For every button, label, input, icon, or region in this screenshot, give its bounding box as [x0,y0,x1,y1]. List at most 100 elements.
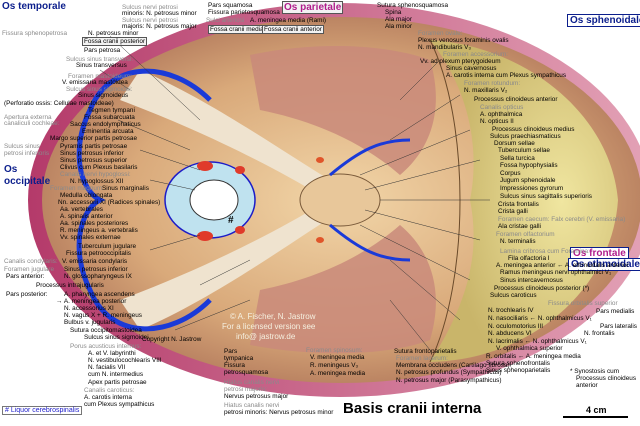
anat-label: N. glossopharyngeus IX [64,273,132,280]
anat-label: Fossa cranii media [208,25,266,34]
anat-label: Tegmen tympani [88,107,135,114]
anat-label: N. vagus X + R. meningeus [64,312,142,319]
anat-label: A. carotis interna cum Plexus sympathicu… [446,72,567,79]
anat-label: Foramen rotundum: [464,80,521,87]
anat-label: Membrana occludens (Cartilago fibrosa) [396,362,510,369]
anat-label: Pars [224,348,238,355]
anat-label: petrosi inferioris [4,150,50,157]
anat-label: Sulcus sinus sigmoidei: [66,86,133,93]
leader-lines [99,35,490,351]
anat-label: Sella turcica [500,155,535,162]
anat-label: canaliculi cochleae: [4,120,60,127]
anat-label: Sinus cavernosus [446,65,497,72]
anat-label: Foramen accessorium: [443,51,508,58]
anat-label: Sulcus sinus sagittalis superioris [500,193,592,200]
anat-label: petrosquamosa [224,369,269,376]
watermark-line-1: © A. Fischer, N. Jastrow [230,312,316,321]
os-occipitale-text: Os occipitale [4,164,51,187]
anat-label: Pars medialis [596,308,635,315]
carotid-upper [316,157,324,163]
transverse-sigmoid-sinus [76,68,212,332]
anat-label: Tuberculum jugulare [78,243,137,250]
copyright: Copyright N. Jastrow [142,336,202,343]
anat-label: Pars petrosa [84,47,121,54]
anat-label: N. facialis VII [88,364,126,371]
anat-label: Lamina cribrosa cum Foramina: [500,248,590,255]
watermark-line-2: For a licensed version see [222,322,316,331]
anat-label: Pyramis partis petrosae [60,143,128,150]
anat-label: Fossa hypophysialis [500,162,558,169]
anat-label: A. meningea media (Rami) [250,17,327,24]
anat-label: Processus clinoideus posterior (*) [494,285,590,292]
anat-label: Fissura petrooccipitalis [66,250,131,257]
anat-label: A. ophthalmica [480,111,523,118]
anat-label: Processus clinoideus medius [492,126,575,133]
anat-label: Sutura sphenosquamosa [377,2,449,9]
anterior-fossa [430,40,618,362]
anat-label: Sutura frontoparietalis [394,348,457,355]
anat-label: Sinus marginalis [102,185,149,192]
anat-label: Foramen ovale: [418,30,463,37]
anat-label: A. meningea anterior ← A. ethmoidalis an… [496,262,629,269]
scale-bar [563,416,628,418]
anat-label: Dorsum sellae [494,140,535,147]
anat-label: Fossa cranii posterior [82,37,148,46]
anat-label: Processus clinoideus [576,375,637,382]
anat-label: Foramen magnum: [50,185,104,192]
csf-hash-mark: # [228,215,234,226]
legend-csf: # Liquor cerebrospinalis [2,406,83,415]
anat-label: Sinus petrosus inferior [60,150,124,157]
watermark-line-3: info@ jastrow.de [236,332,296,341]
anat-label: Ala minor [385,23,412,30]
anat-label: Foramen spinosum: [306,347,363,354]
anat-label: Corpus [500,170,521,177]
anat-label: N. petrosus minor [88,30,139,37]
anat-label: Vv. spinales externae [60,234,121,241]
anat-label: Sinus petrosus superior [60,157,128,164]
anat-label: Saccus endolymphaticus [70,121,141,128]
anat-label: Pars posterior: [6,291,48,298]
anat-label: Sulcus nervi petrosi [122,4,178,11]
anat-label: A. spinalis anterior [60,213,113,220]
anat-label: Sulcus sinus [4,143,40,150]
petrous-ridge-upper [120,70,330,195]
anat-label: (Perforatio ossis: Cellulae mastoideae) [4,100,114,107]
anat-label: N. maxillaris V₂ [464,87,508,94]
anat-label: Fossa subarcuata [84,114,135,121]
region-os-parietale: Os parietale [282,1,344,14]
anat-label: Sulcus sinus transversi: [66,56,134,63]
petrous-ridge-lower [120,205,330,330]
anat-label: V. emissaria mastoidea [62,79,128,86]
cavernous-sinus [329,138,411,262]
anat-label: Eminentia arcuata [82,128,134,135]
anat-label: Impressiones gyrorum [500,185,564,192]
anat-label: Vv. ad plexum pterygoideum [420,58,501,65]
anat-label: Crista frontalis [498,201,539,208]
anat-label: tympanica [224,355,254,362]
anat-label: Canalis condylaris: [4,258,58,265]
anat-label: Ala cristae galli [498,223,541,230]
anat-label: → A. meningea posterior [56,298,127,305]
region-os-occipitale: Os occipitale [4,164,51,188]
anat-label: N. petrosus major (Parasympathicus) [396,377,502,384]
anat-label: Foramen olfactorium [496,231,555,238]
anat-label: Tuberculum sellae [498,147,550,154]
anat-label: Pars lateralis [600,323,637,330]
anat-label: V. meningea media [310,354,365,361]
anat-label: Processus clinoideus anterior [474,96,558,103]
anat-label: A. meningea media [310,370,366,377]
anat-label: N. abducens VI [488,330,532,337]
anat-label: N. hypoglossus XII [70,178,124,185]
anat-label: Nervus petrosus major [224,393,289,400]
anat-label: R. meningeus V₃ [310,362,359,369]
anat-label: Crista galli [498,208,528,215]
anat-label: Foramen lacerum: [396,355,448,362]
anat-label: N. lacrimalis ← N. ophthalmicus V₁ [488,338,587,345]
anat-label: Spina [385,9,402,16]
anat-label: Aa. vertebrales [60,206,103,213]
anat-label: Sinus sphenoparietalis [486,367,551,374]
anat-label: Sutura sphenofrontalis [486,360,550,367]
region-os-sphenoidale: Os sphenoidale [567,14,640,27]
